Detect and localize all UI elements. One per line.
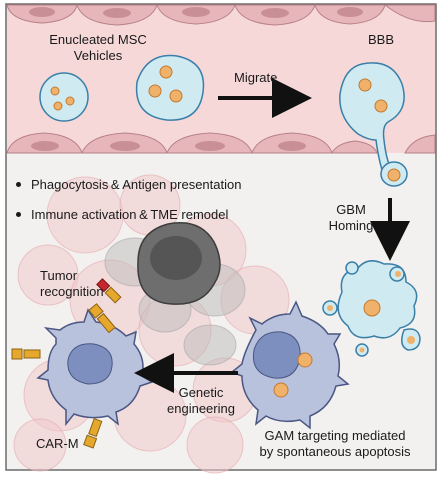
- car-receptor-icon: [88, 303, 116, 334]
- tumor-recognition-label: Tumor recognition: [40, 268, 104, 299]
- bullet-dot-icon: [16, 182, 21, 188]
- apoptotic-vesicle-icon: [322, 260, 421, 357]
- vesicle-icon: [339, 62, 408, 187]
- bullet-text: Phagocytosis & Antigen presentation: [31, 177, 242, 192]
- bullet-dot-icon: [16, 212, 21, 218]
- gbm-homing-label: GBM Homing: [328, 202, 374, 233]
- migrate-label: Migrate: [234, 70, 278, 85]
- car-receptor-icon: [83, 417, 103, 449]
- vesicle-icon: [135, 54, 205, 121]
- macrophage-icon: [230, 300, 350, 430]
- car-m-label: CAR-M: [36, 436, 79, 451]
- bbb-label: BBB: [368, 32, 395, 47]
- macrophage-icon: [36, 308, 154, 427]
- car-receptor-icon: [96, 278, 122, 304]
- bullet-item: Immune activation & TME remodel: [16, 207, 228, 222]
- car-receptor-icon: [11, 348, 41, 360]
- bullet-text: Immune activation & TME remodel: [31, 207, 229, 222]
- gam-targeting-label: GAM targeting mediated by spontaneous ap…: [259, 428, 411, 459]
- genetic-engineering-label: Genetic engineering: [167, 385, 235, 416]
- vesicle-icon: [39, 72, 89, 122]
- bullet-item: Phagocytosis & Antigen presentation: [16, 177, 241, 192]
- blood-vessel: [6, 4, 436, 154]
- tumor-cell-icon: [137, 222, 221, 305]
- msc-vehicles-label: Enucleated MSC Vehicles: [49, 32, 147, 63]
